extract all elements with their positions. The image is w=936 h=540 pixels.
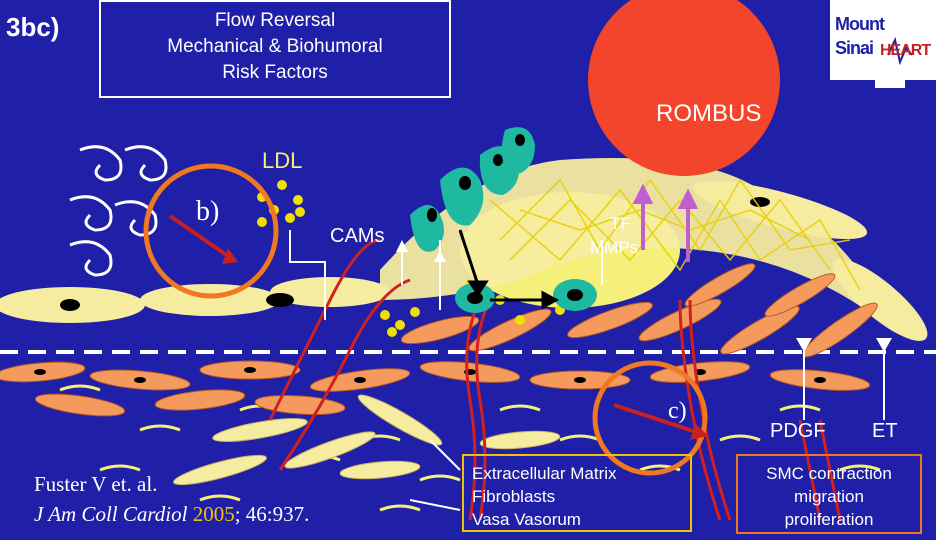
et-label: ET: [872, 420, 898, 442]
circle-b: [143, 163, 279, 299]
pointer-lines: [289, 230, 603, 320]
thrombus: [588, 0, 780, 176]
mount-sinai-heart-logo: [830, 0, 936, 88]
header-line-1: Flow Reversal: [214, 10, 336, 31]
smc-line-1: SMC contraction: [766, 464, 892, 483]
endothelial-cells: [0, 180, 928, 341]
fibroblasts: [173, 394, 561, 486]
ecm-box: Extracellular Matrix Fibroblasts Vasa Va…: [462, 454, 692, 532]
citation-reference: J Am Coll Cardiol 2005; 46:937.: [34, 502, 309, 527]
monocytes-macrophages: [410, 127, 597, 313]
growth-factor-lines: [409, 340, 885, 511]
mmps-label: MMPs: [590, 238, 639, 257]
panel-label: 3bc): [6, 12, 60, 42]
header-box: Flow Reversal Mechanical & Biohumoral Ri…: [99, 0, 451, 98]
flow-spirals: [69, 145, 168, 277]
smc-line-2: migration: [794, 487, 864, 506]
collagen-mesh: [489, 178, 861, 291]
logo-text-mount: Mount: [835, 14, 885, 34]
b-label: b): [196, 196, 220, 227]
smooth-muscle-cells: [0, 263, 878, 417]
tf-arrows: [632, 183, 699, 262]
ecm-line-2: Fibroblasts: [472, 487, 556, 506]
smc-box: SMC contraction migration proliferation: [736, 454, 922, 534]
citation-authors: Fuster V et. al.: [34, 472, 158, 496]
cams-label: CAMs: [330, 225, 385, 247]
ecm-line-1: Extracellular Matrix: [472, 464, 617, 483]
thrombus-label: ROMBUS: [656, 100, 762, 127]
logo-text-sinai: Sinai: [835, 38, 874, 58]
citation-year: 2005: [192, 502, 235, 526]
tf-label: TF: [610, 214, 631, 233]
c-arrow: [613, 403, 697, 434]
header-line-3: Risk Factors: [222, 62, 328, 83]
logo-text-heart: HEART: [880, 42, 931, 59]
ldl-label: LDL: [262, 148, 303, 173]
header-line-2: Mechanical & Biohumoral: [167, 36, 383, 57]
elastin-fibres: [59, 384, 881, 512]
pdgf-label: PDGF: [770, 420, 826, 442]
circle-c: [592, 360, 708, 476]
citation-journal: J Am Coll Cardiol: [34, 502, 188, 526]
b-arrow: [168, 214, 230, 258]
ecm-line-3: Vasa Vasorum: [472, 510, 581, 529]
smc-line-3: proliferation: [784, 510, 874, 529]
citation-rest: ; 46:937.: [234, 502, 310, 526]
c-label: c): [668, 398, 687, 424]
migration-arrows: [458, 229, 560, 310]
